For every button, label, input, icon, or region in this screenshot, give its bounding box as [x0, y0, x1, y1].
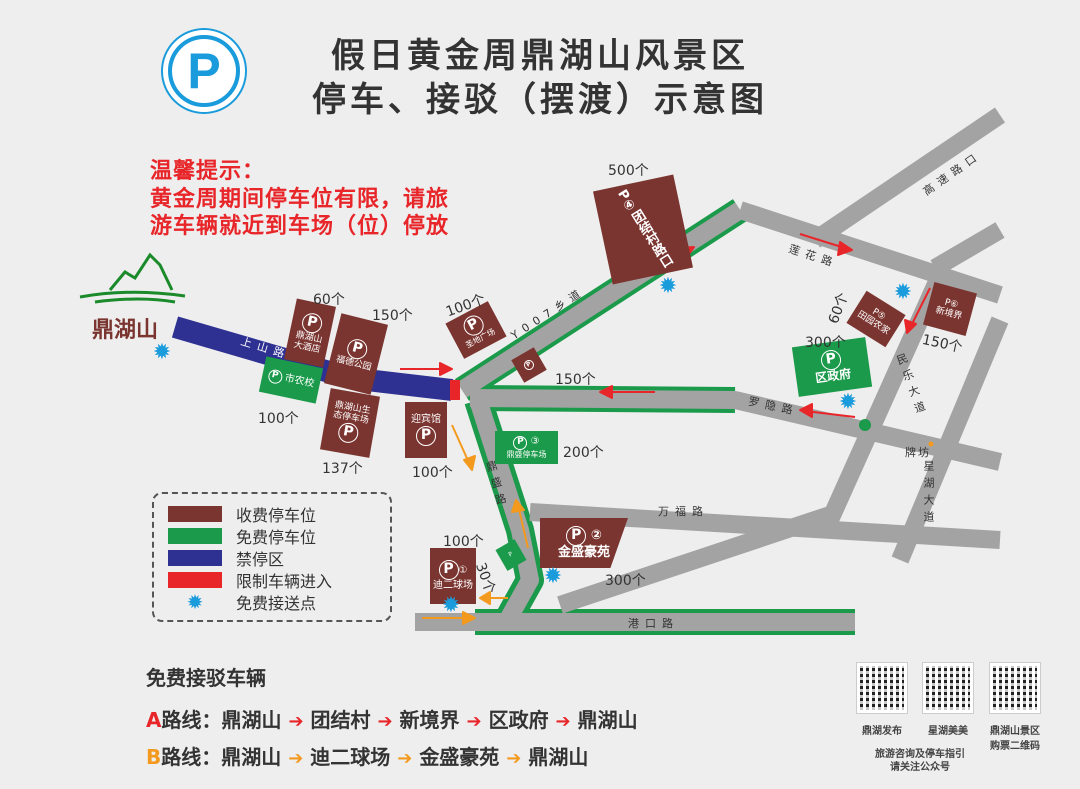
qr-code[interactable]	[989, 662, 1041, 714]
arrow-icon: ➔	[466, 711, 482, 732]
lot-capacity: 100个	[443, 534, 484, 550]
lot-capacity: 300个	[605, 573, 646, 589]
shuttle-title: 免费接驳车辆	[146, 666, 266, 690]
road-wanfu: 万福路	[658, 505, 709, 518]
lot-capacity: 60个	[313, 292, 345, 308]
legend-swatch-free	[168, 528, 222, 544]
shuttle-stop-icon: ✹	[186, 590, 204, 614]
lot-capacity: 100个	[258, 411, 299, 427]
shuttle-stop-icon: ✹	[838, 390, 858, 415]
logo-name: 鼎湖山	[92, 318, 159, 343]
shuttle-stop-icon: ✹	[441, 593, 461, 618]
shuttle-stop-icon: ✹	[893, 280, 913, 305]
parking-logo: P	[163, 30, 245, 112]
page-title: 假日黄金周鼎湖山风景区	[331, 36, 749, 76]
route-b: B路线：鼎湖山 ➔ 迪二球场 ➔ 金盛豪苑 ➔ 鼎湖山	[146, 745, 589, 769]
lot-capacity: 150个	[555, 372, 596, 388]
qr-note: 请关注公众号	[890, 762, 950, 773]
road-gangkou: 港口路	[628, 617, 679, 630]
legend-swatch-no-parking	[168, 550, 222, 566]
arrow-icon: ➔	[506, 748, 522, 769]
qr-label: 鼎湖发布	[862, 726, 902, 737]
shuttle-stop-icon: ✹	[152, 340, 172, 365]
route-a: A路线：鼎湖山 ➔ 团结村 ➔ 新境界 ➔ 区政府 ➔ 鼎湖山	[146, 708, 638, 732]
lot-capacity: 200个	[563, 445, 604, 461]
arrow-icon: ➔	[397, 748, 413, 769]
qr-note: 旅游咨询及停车指引	[875, 749, 965, 760]
qr-code[interactable]	[922, 662, 974, 714]
qr-label: 星湖美美	[928, 726, 968, 737]
legend-swatch-paid	[168, 506, 222, 522]
tip-title: 温馨提示：	[150, 159, 266, 184]
road-xinghu: 星湖大道	[922, 460, 935, 528]
qr-label: 鼎湖山景区 购票二维码	[990, 726, 1040, 752]
page-subtitle: 停车、接驳（摆渡）示意图	[312, 80, 768, 120]
road-paifang: 牌坊	[905, 446, 931, 459]
shuttle-stop-icon: ✹	[658, 274, 678, 299]
lot-capacity: 300个	[805, 335, 846, 351]
lot-capacity: 150个	[372, 308, 413, 324]
tip-line-1: 黄金周期间停车位有限，请旅	[150, 187, 450, 212]
lot-capacity: 100个	[412, 465, 453, 481]
legend-swatch-restricted	[168, 572, 222, 588]
arrow-icon: ➔	[288, 748, 304, 769]
arrow-icon: ➔	[288, 711, 304, 732]
lot-capacity: 500个	[608, 163, 649, 179]
lot-capacity: 137个	[322, 461, 363, 477]
logo-mountain-icon	[79, 252, 186, 304]
arrow-icon: ➔	[555, 711, 571, 732]
legend: 收费停车位 免费停车位 禁停区 限制车辆进入 ✹免费接送点	[152, 492, 392, 622]
qr-code[interactable]	[856, 662, 908, 714]
arrow-icon: ➔	[377, 711, 393, 732]
tip-line-2: 游车辆就近到车场（位）停放	[150, 214, 450, 239]
shuttle-stop-icon: ✹	[543, 564, 563, 589]
